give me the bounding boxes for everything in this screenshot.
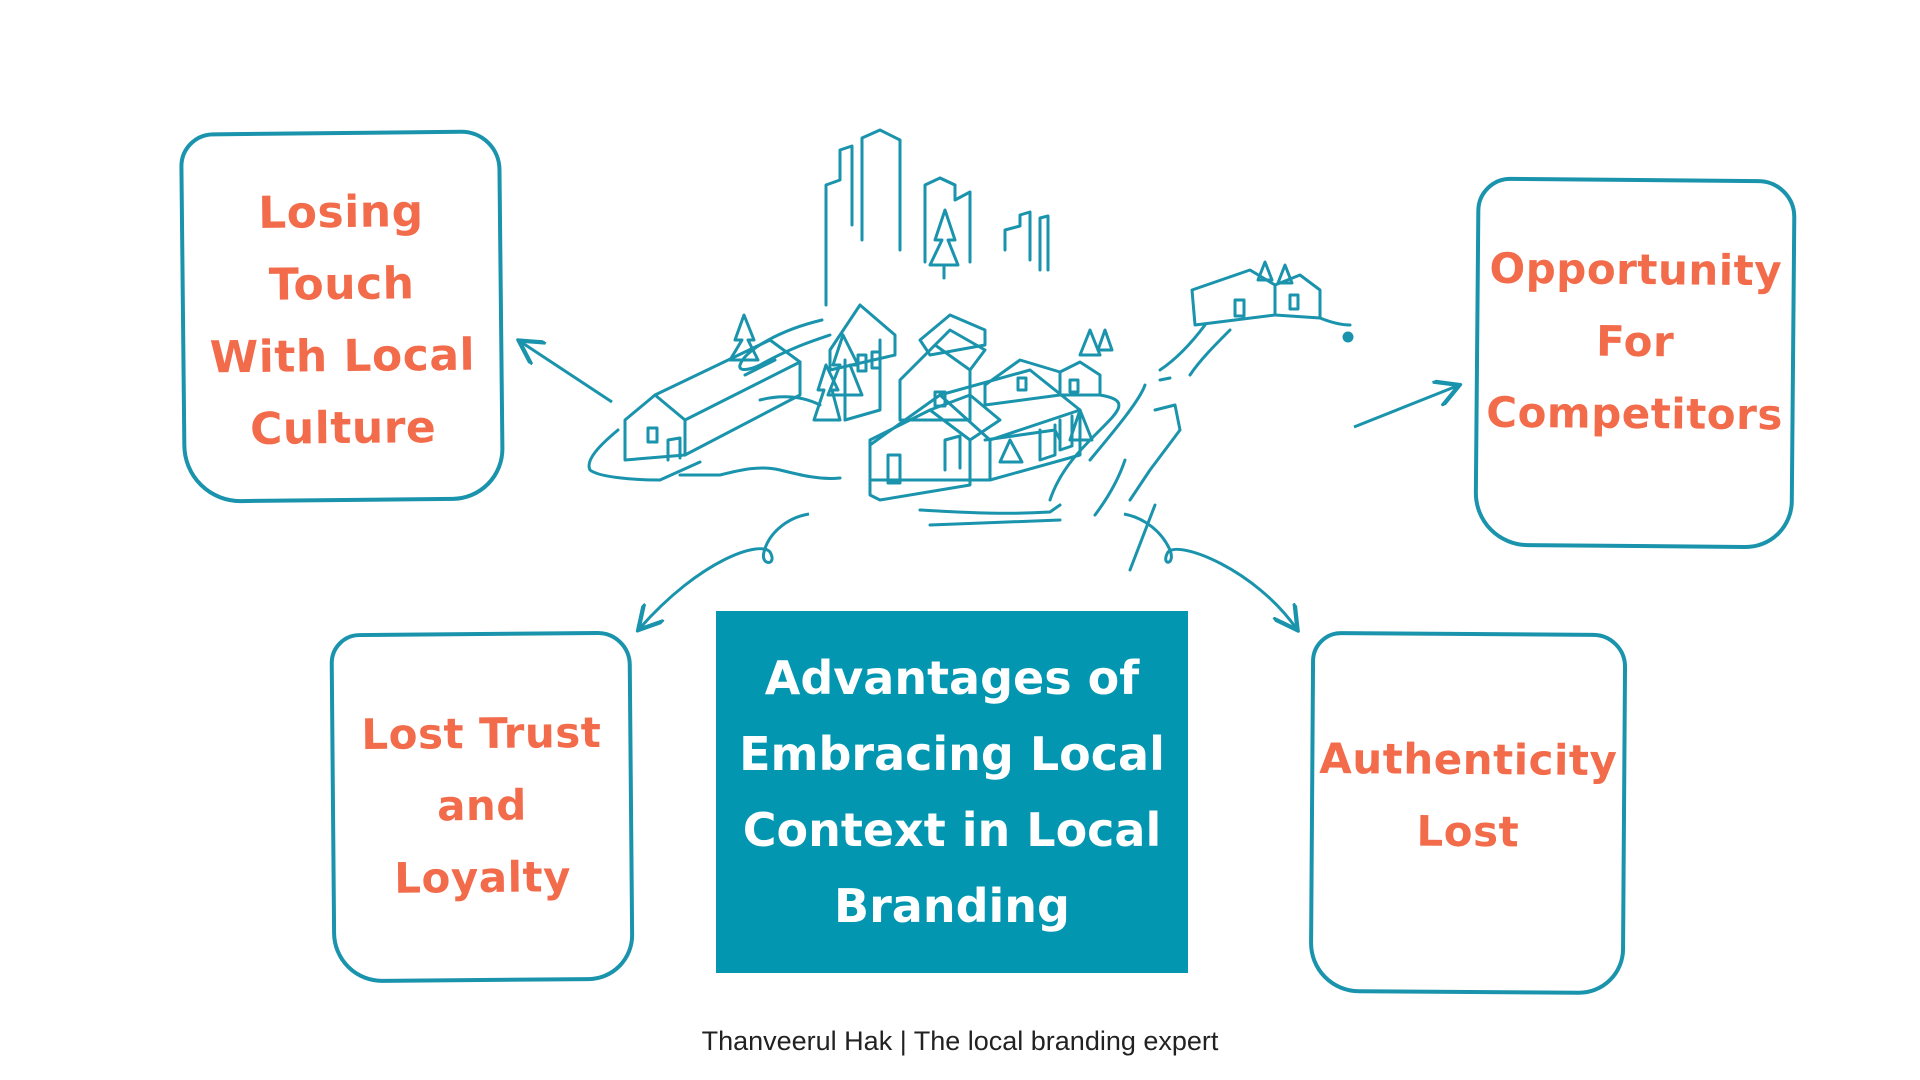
footer-credit: Thanveerul Hak | The local branding expe… xyxy=(701,1026,1219,1056)
card-line: Loyalty xyxy=(394,852,572,903)
card-line: Authenticity xyxy=(1319,733,1618,786)
card-line: Losing xyxy=(257,186,424,239)
card-line: Lost xyxy=(1416,806,1520,857)
center-title-line: Embracing Local xyxy=(739,727,1165,781)
card-lost-trust: Lost Trust and Loyalty xyxy=(329,630,635,984)
card-opportunity-competitors: Opportunity For Competitors xyxy=(1473,176,1797,550)
card-losing-touch: Losing Touch With Local Culture xyxy=(179,129,505,504)
center-title-line: Branding xyxy=(834,879,1070,933)
center-title-line: Advantages of xyxy=(764,651,1140,705)
card-line: Competitors xyxy=(1486,387,1784,440)
arrow-to-top-right xyxy=(1353,386,1457,429)
card-lost-trust-text: Lost Trust and Loyalty xyxy=(361,697,603,915)
card-line: and xyxy=(436,780,528,831)
center-title-box: Advantages of Embracing Local Context in… xyxy=(716,611,1188,973)
card-line: Touch xyxy=(268,258,415,311)
arrow-to-top-left xyxy=(521,342,613,404)
center-title-line: Context in Local xyxy=(742,803,1162,857)
card-line: Lost Trust xyxy=(361,707,602,760)
village-illustration-icon xyxy=(587,128,1354,572)
card-line: With Local xyxy=(209,329,476,384)
card-line: Culture xyxy=(249,402,437,455)
card-losing-touch-text: Losing Touch With Local Culture xyxy=(208,176,476,467)
card-authenticity-lost-text: Authenticity Lost xyxy=(1319,723,1618,869)
card-authenticity-lost: Authenticity Lost xyxy=(1308,630,1628,996)
card-opportunity-competitors-text: Opportunity For Competitors xyxy=(1486,233,1784,452)
card-line: For xyxy=(1595,316,1675,367)
card-line: Opportunity xyxy=(1489,243,1783,296)
